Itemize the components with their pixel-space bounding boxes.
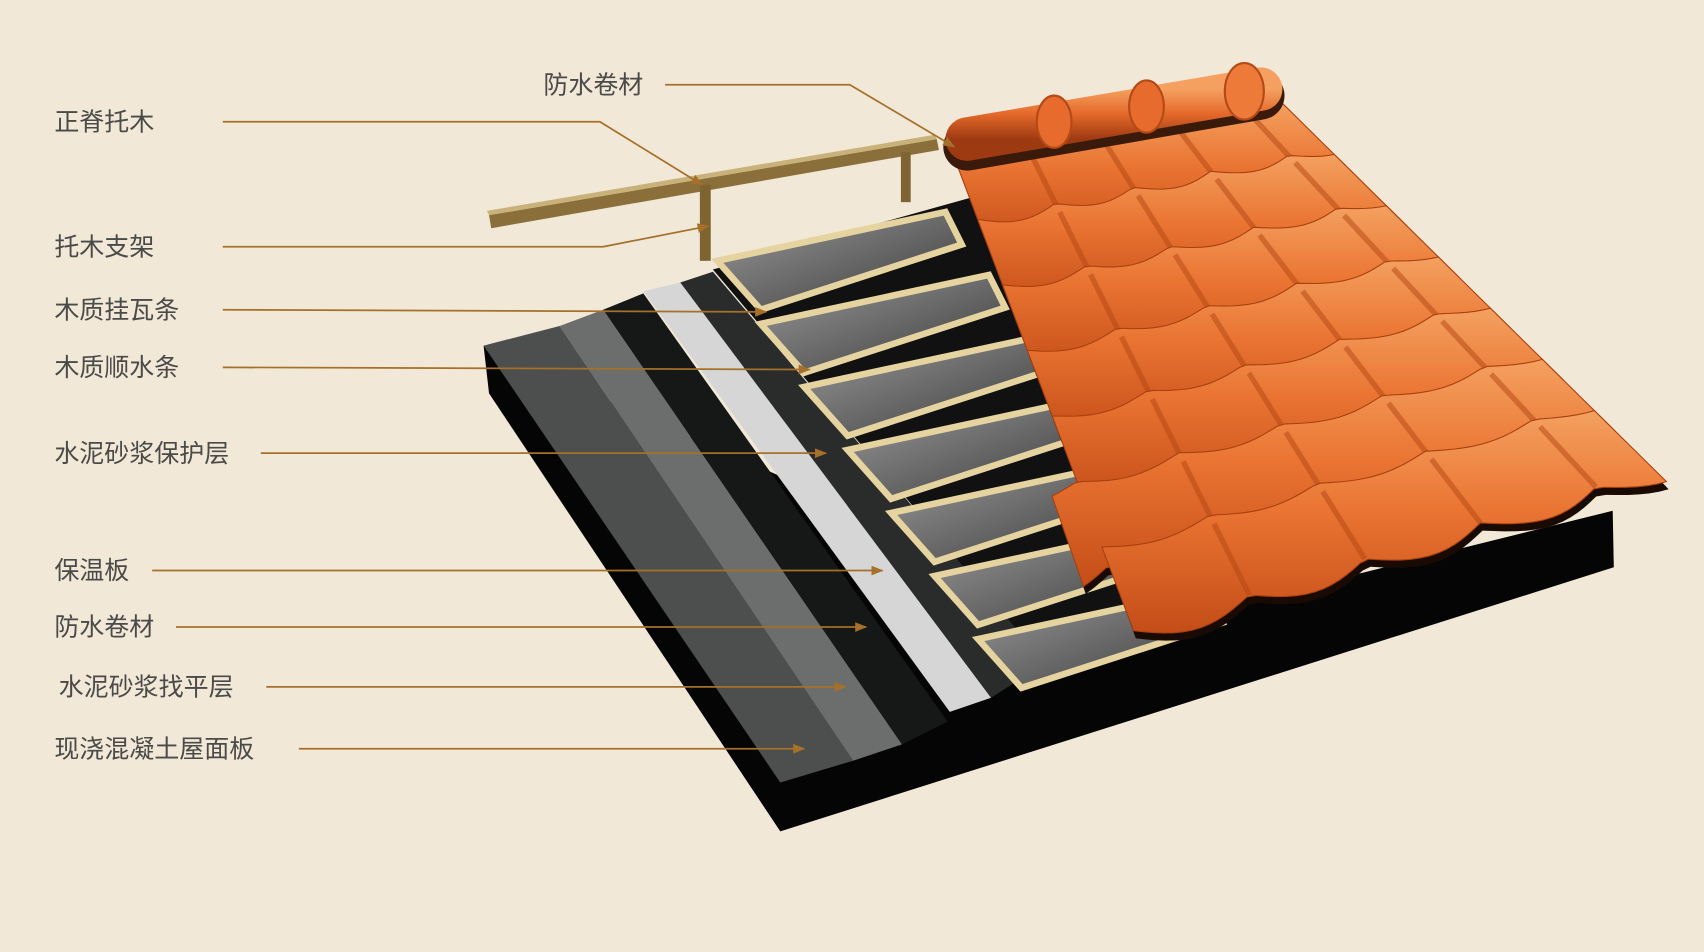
leader-line <box>222 223 710 248</box>
label-concrete-roof-slab: 现浇混凝土屋面板 <box>54 734 254 763</box>
label-waterproof-membrane: 防水卷材 <box>54 613 154 642</box>
label-mortar-protection: 水泥砂浆保护层 <box>54 439 229 468</box>
batten-frame <box>754 271 1010 377</box>
layer-insulation <box>643 282 992 712</box>
leader-line <box>222 120 704 186</box>
tile-trough <box>1211 522 1252 597</box>
tile-trough <box>1538 424 1598 489</box>
label-ridge-beam: 正脊托木 <box>54 107 154 136</box>
label-beam-support: 托木支架 <box>54 232 154 261</box>
label-counter-batten: 木质顺水条 <box>54 353 179 382</box>
ridge-support-post <box>699 184 711 261</box>
layer-leveling <box>559 309 902 761</box>
label-insulation-board: 保温板 <box>54 556 129 585</box>
leader-lines <box>152 83 956 754</box>
layer-concrete-slab <box>483 326 854 783</box>
leader-line <box>665 83 956 148</box>
clay-roof-tiles <box>951 102 1669 641</box>
leader-line <box>222 364 811 375</box>
label-tile-batten: 木质挂瓦条 <box>54 295 179 324</box>
label-mortar-leveling: 水泥砂浆找平层 <box>59 673 234 702</box>
label-ridge-waterproof-membrane: 防水卷材 <box>543 70 643 99</box>
leader-line <box>222 306 768 317</box>
ridge-beam <box>486 134 939 261</box>
ridge-support-post <box>900 152 911 203</box>
ridge-tile <box>943 61 1285 171</box>
labels: 防水卷材 正脊托木 托木支架 木质挂瓦条 木质顺水条 水泥砂浆保护层 保温板 防… <box>54 70 643 763</box>
tile-trough <box>1429 457 1483 525</box>
tile-trough <box>1320 490 1368 561</box>
batten-frame <box>711 208 967 314</box>
